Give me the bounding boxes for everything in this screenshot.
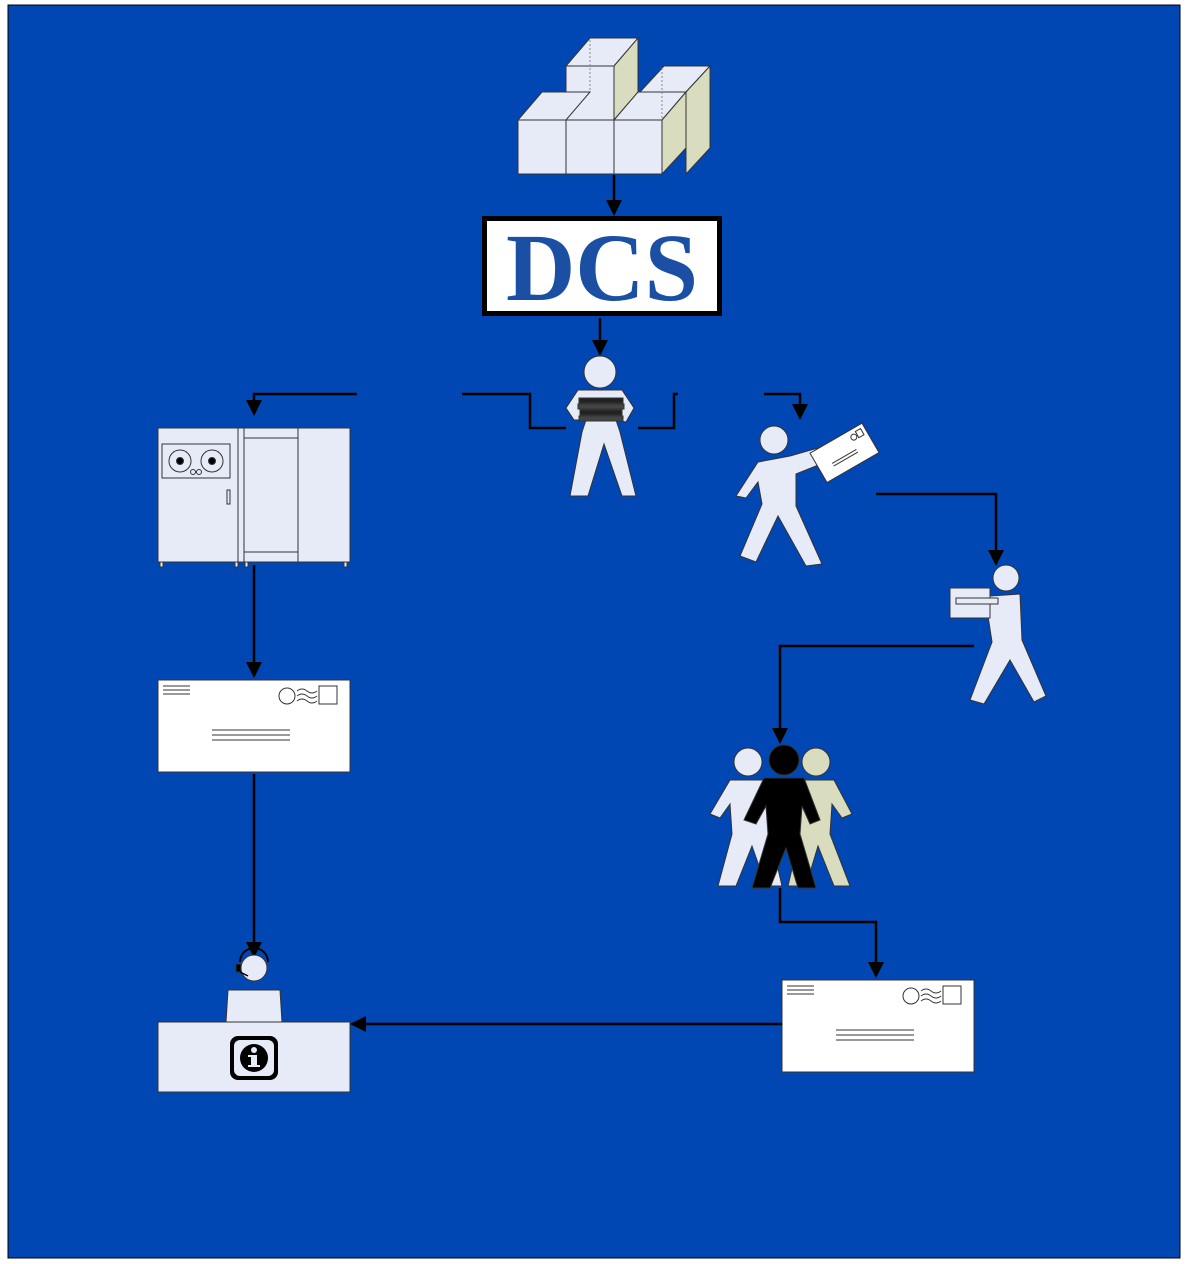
help-desk-operator-icon (225, 947, 283, 1023)
worker-carrying-documents-icon (565, 355, 637, 497)
dcs-title-box: DCS (482, 214, 722, 321)
envelope-icon (781, 979, 975, 1073)
person-throwing-mail-icon (735, 422, 880, 567)
stacked-boxes-icon (516, 36, 712, 176)
connector-left (462, 392, 566, 430)
dcs-title-text: DCS (506, 214, 698, 321)
group-of-people-icon (709, 744, 853, 889)
arrow-to-package-carrier (876, 492, 1004, 566)
arrow-to-group (772, 644, 974, 744)
connector-right (638, 392, 678, 430)
person-carrying-package-icon (949, 564, 1047, 705)
information-icon (230, 1036, 278, 1080)
tape-drive-computer-icon (157, 427, 351, 568)
arrow-to-mail-thrower (764, 392, 808, 420)
arrow-group-to-envelope (778, 888, 884, 978)
arrow-to-tape-drive (246, 392, 357, 416)
envelope-icon (157, 679, 351, 773)
